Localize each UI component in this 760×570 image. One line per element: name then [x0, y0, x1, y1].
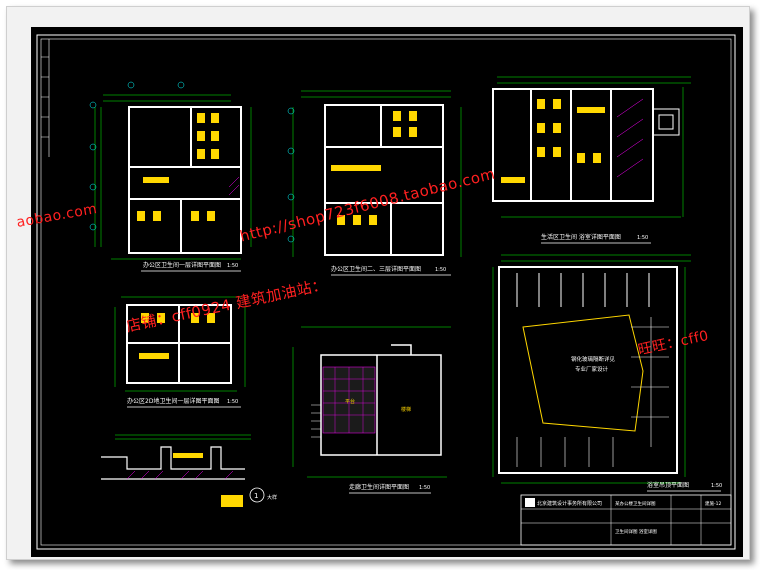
center-note-line2: 专业厂家设计 — [575, 365, 609, 373]
svg-text:1:50: 1:50 — [227, 399, 238, 405]
project-name: 某办公楼卫生间详图 — [615, 500, 656, 507]
svg-text:1:50: 1:50 — [435, 267, 446, 273]
plan-6: 钢化玻璃隔断详见 专业厂家设计 浴室吊顶平面图 1:50 — [492, 254, 722, 492]
plan-5: 平台 楼梯 走廊卫生间详图平面图 1:50 — [292, 326, 451, 494]
plan-3-title: 生活区卫生间 浴室详图平面图 — [541, 233, 621, 241]
plan-4: 办公区2D地卫生间一层详图平面图 1:50 — [114, 296, 246, 408]
section-detail: 1 大样 — [101, 434, 277, 507]
center-note-line1: 钢化玻璃隔断详见 — [571, 355, 616, 363]
svg-text:楼梯: 楼梯 — [401, 406, 411, 413]
svg-text:1:50: 1:50 — [711, 483, 722, 489]
plan-4-title: 办公区2D地卫生间一层详图平面图 — [127, 397, 219, 405]
sheet-number: 建施-12 — [705, 500, 721, 507]
title-block: 北京建筑设计事务所有限公司 某办公楼卫生间详图 卫生间详图 浴室详图 建施-12 — [520, 494, 732, 546]
plan-1-title: 办公区卫生间一层详图平面图 — [143, 261, 221, 269]
plan-3: 生活区卫生间 浴室详图平面图 1:50 — [492, 76, 691, 244]
sheet-border — [36, 34, 736, 550]
cad-canvas: 办公区卫生间一层详图平面图 1:50 — [36, 34, 736, 550]
image-frame: 办公区卫生间一层详图平面图 1:50 — [6, 6, 750, 560]
company-name: 北京建筑设计事务所有限公司 — [537, 500, 602, 507]
svg-text:大样: 大样 — [267, 494, 277, 501]
sheet-name: 卫生间详图 浴室详图 — [615, 528, 657, 535]
detail-mark: 1 — [254, 492, 258, 500]
plan-2-title: 办公区卫生间二、三层详图平面图 — [331, 265, 421, 273]
plan-1: 办公区卫生间一层详图平面图 1:50 — [89, 81, 252, 272]
plan-6-title: 浴室吊顶平面图 — [647, 481, 689, 489]
plan-5-title: 走廊卫生间详图平面图 — [349, 483, 409, 491]
plan-2: 办公区卫生间二、三层详图平面图 1:50 — [287, 90, 462, 276]
svg-text:1:50: 1:50 — [637, 235, 648, 241]
svg-text:1:50: 1:50 — [419, 485, 430, 491]
cad-drawing-sheet: 办公区卫生间一层详图平面图 1:50 — [31, 27, 743, 557]
sheet-inner-border — [40, 38, 732, 546]
svg-text:平台: 平台 — [345, 398, 355, 405]
svg-text:1:50: 1:50 — [227, 263, 238, 269]
